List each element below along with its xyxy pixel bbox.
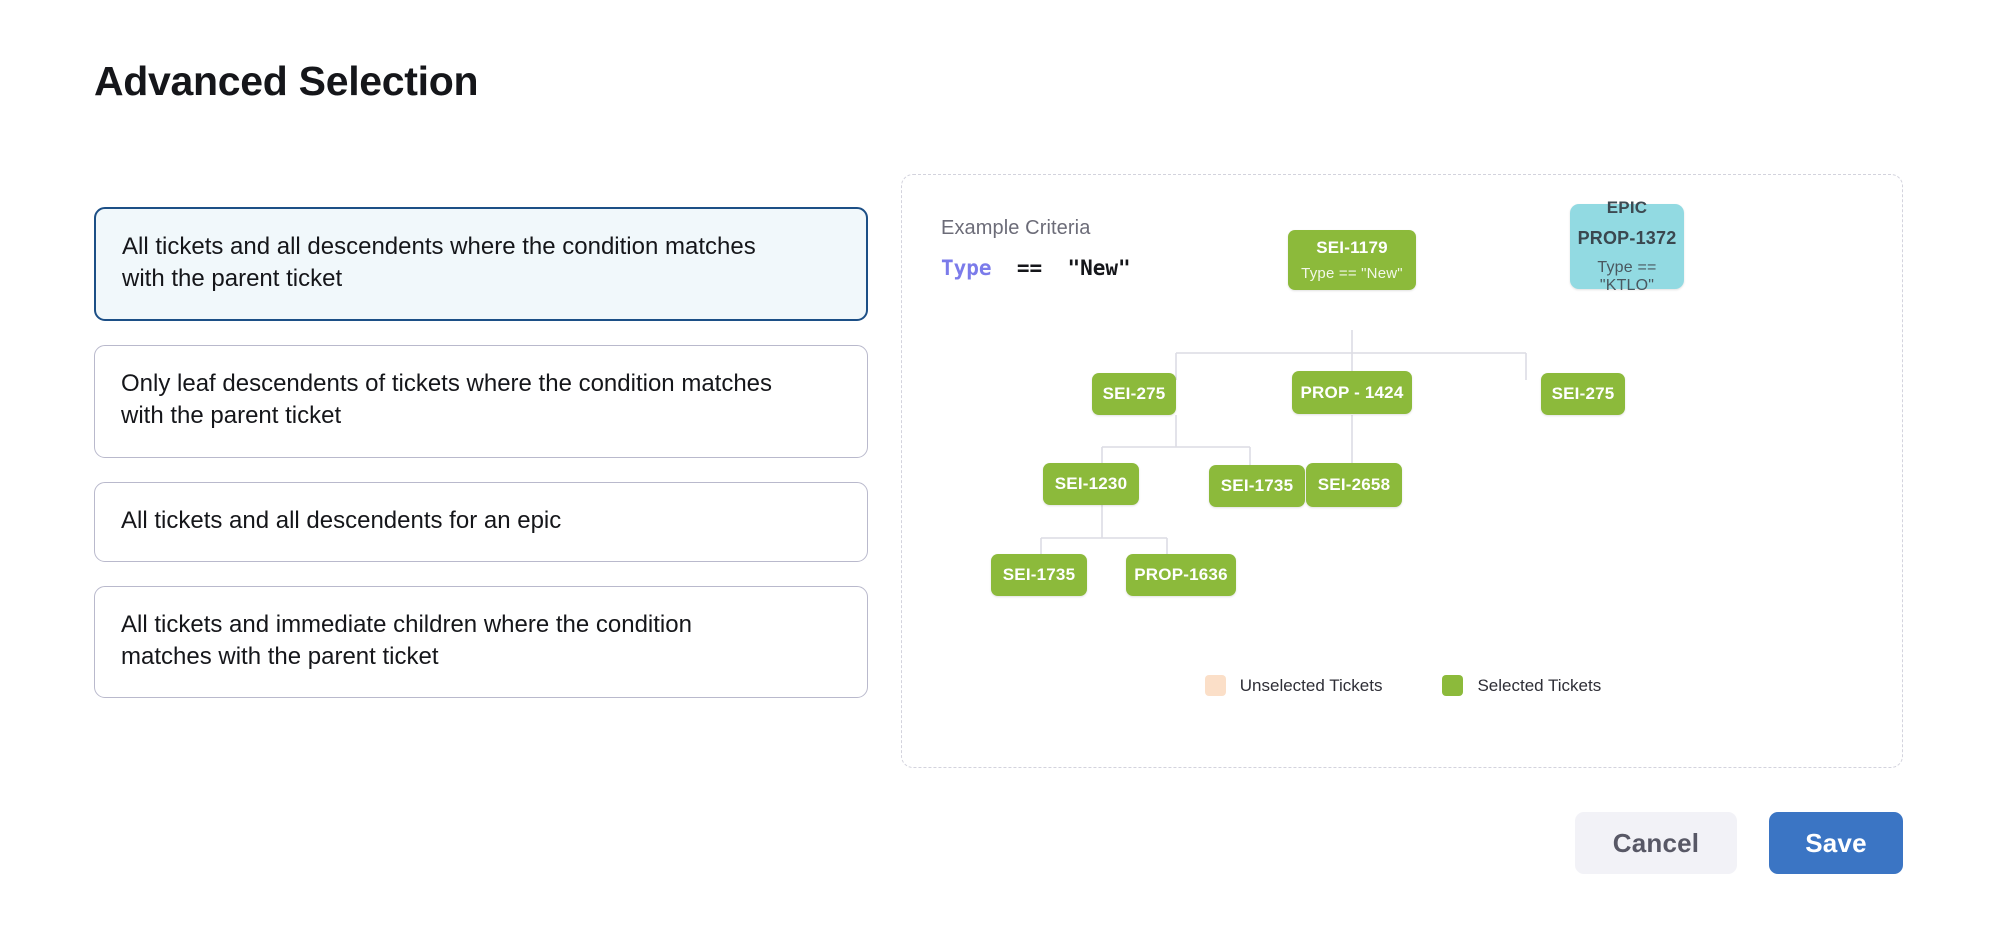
node-key: PROP-1636 (1134, 565, 1228, 584)
tree-legend: Unselected Tickets Selected Tickets (902, 675, 1904, 696)
save-button[interactable]: Save (1769, 812, 1903, 874)
node-condition: Type == "New" (1301, 265, 1403, 282)
criteria-field: Type (941, 256, 992, 280)
option-label: Only leaf descendents of tickets where t… (121, 370, 773, 430)
page-title: Advanced Selection (94, 58, 479, 104)
option-card-all-descendents-epic[interactable]: All tickets and all descendents for an e… (94, 481, 868, 562)
tree-node-sei-1230[interactable]: SEI-1230 (1043, 463, 1139, 505)
tree-node-sei-275-left[interactable]: SEI-275 (1092, 373, 1176, 415)
dialog-footer: Cancel Save (1575, 812, 1903, 874)
legend-item-unselected: Unselected Tickets (1204, 675, 1383, 696)
node-key: SEI-1230 (1054, 474, 1128, 493)
selection-options-list: All tickets and all descendents where th… (94, 207, 868, 722)
selected-swatch-icon (1442, 675, 1464, 696)
tree-node-prop-1636[interactable]: PROP-1636 (1126, 554, 1236, 596)
epic-kind-label: EPIC (1606, 198, 1648, 217)
ticket-hierarchy-tree: EPIC PROP-1372 Type == "KTLO" SEI-1179 T… (902, 175, 1904, 769)
option-label: All tickets and all descendents for an e… (121, 506, 562, 534)
criteria-operator: == (1016, 256, 1043, 280)
cancel-button[interactable]: Cancel (1575, 812, 1737, 874)
option-card-leaf-descendents-condition[interactable]: Only leaf descendents of tickets where t… (94, 345, 868, 458)
tree-node-sei-1735-row4[interactable]: SEI-1735 (991, 554, 1087, 596)
node-key: SEI-2658 (1317, 475, 1391, 494)
legend-label: Selected Tickets (1477, 675, 1602, 695)
example-preview-panel: Example Criteria Type == "New" (901, 174, 1903, 768)
tree-node-epic-prop-1372[interactable]: EPIC PROP-1372 Type == "KTLO" (1570, 198, 1684, 294)
criteria-value: "New" (1067, 256, 1131, 280)
node-key: SEI-1735 (1220, 476, 1294, 495)
epic-condition: Type == "KTLO" (1597, 259, 1657, 294)
epic-key: PROP-1372 (1577, 228, 1677, 248)
node-key: SEI-1735 (1002, 565, 1076, 584)
unselected-swatch-icon (1204, 675, 1226, 696)
node-key: SEI-275 (1102, 384, 1166, 403)
node-key: SEI-1179 (1316, 238, 1388, 257)
tree-node-sei-1735-row3[interactable]: SEI-1735 (1209, 465, 1305, 507)
example-criteria-expression: Type == "New" (941, 256, 1131, 280)
tree-node-prop-1424[interactable]: PROP - 1424 (1292, 371, 1412, 414)
legend-label: Unselected Tickets (1239, 675, 1383, 695)
option-card-all-descendents-condition[interactable]: All tickets and all descendents where th… (94, 207, 868, 322)
tree-node-sei-1179[interactable]: SEI-1179 Type == "New" (1288, 230, 1416, 290)
node-key: SEI-275 (1551, 384, 1615, 403)
option-label: All tickets and immediate children where… (121, 610, 692, 670)
node-key: PROP - 1424 (1300, 382, 1404, 402)
tree-node-sei-275-right[interactable]: SEI-275 (1541, 373, 1625, 415)
tree-node-sei-2658[interactable]: SEI-2658 (1306, 463, 1402, 507)
option-card-immediate-children-condition[interactable]: All tickets and immediate children where… (94, 585, 868, 699)
legend-item-selected: Selected Tickets (1442, 675, 1601, 696)
option-label: All tickets and all descendents where th… (122, 233, 756, 293)
example-criteria-label: Example Criteria (941, 217, 1091, 239)
